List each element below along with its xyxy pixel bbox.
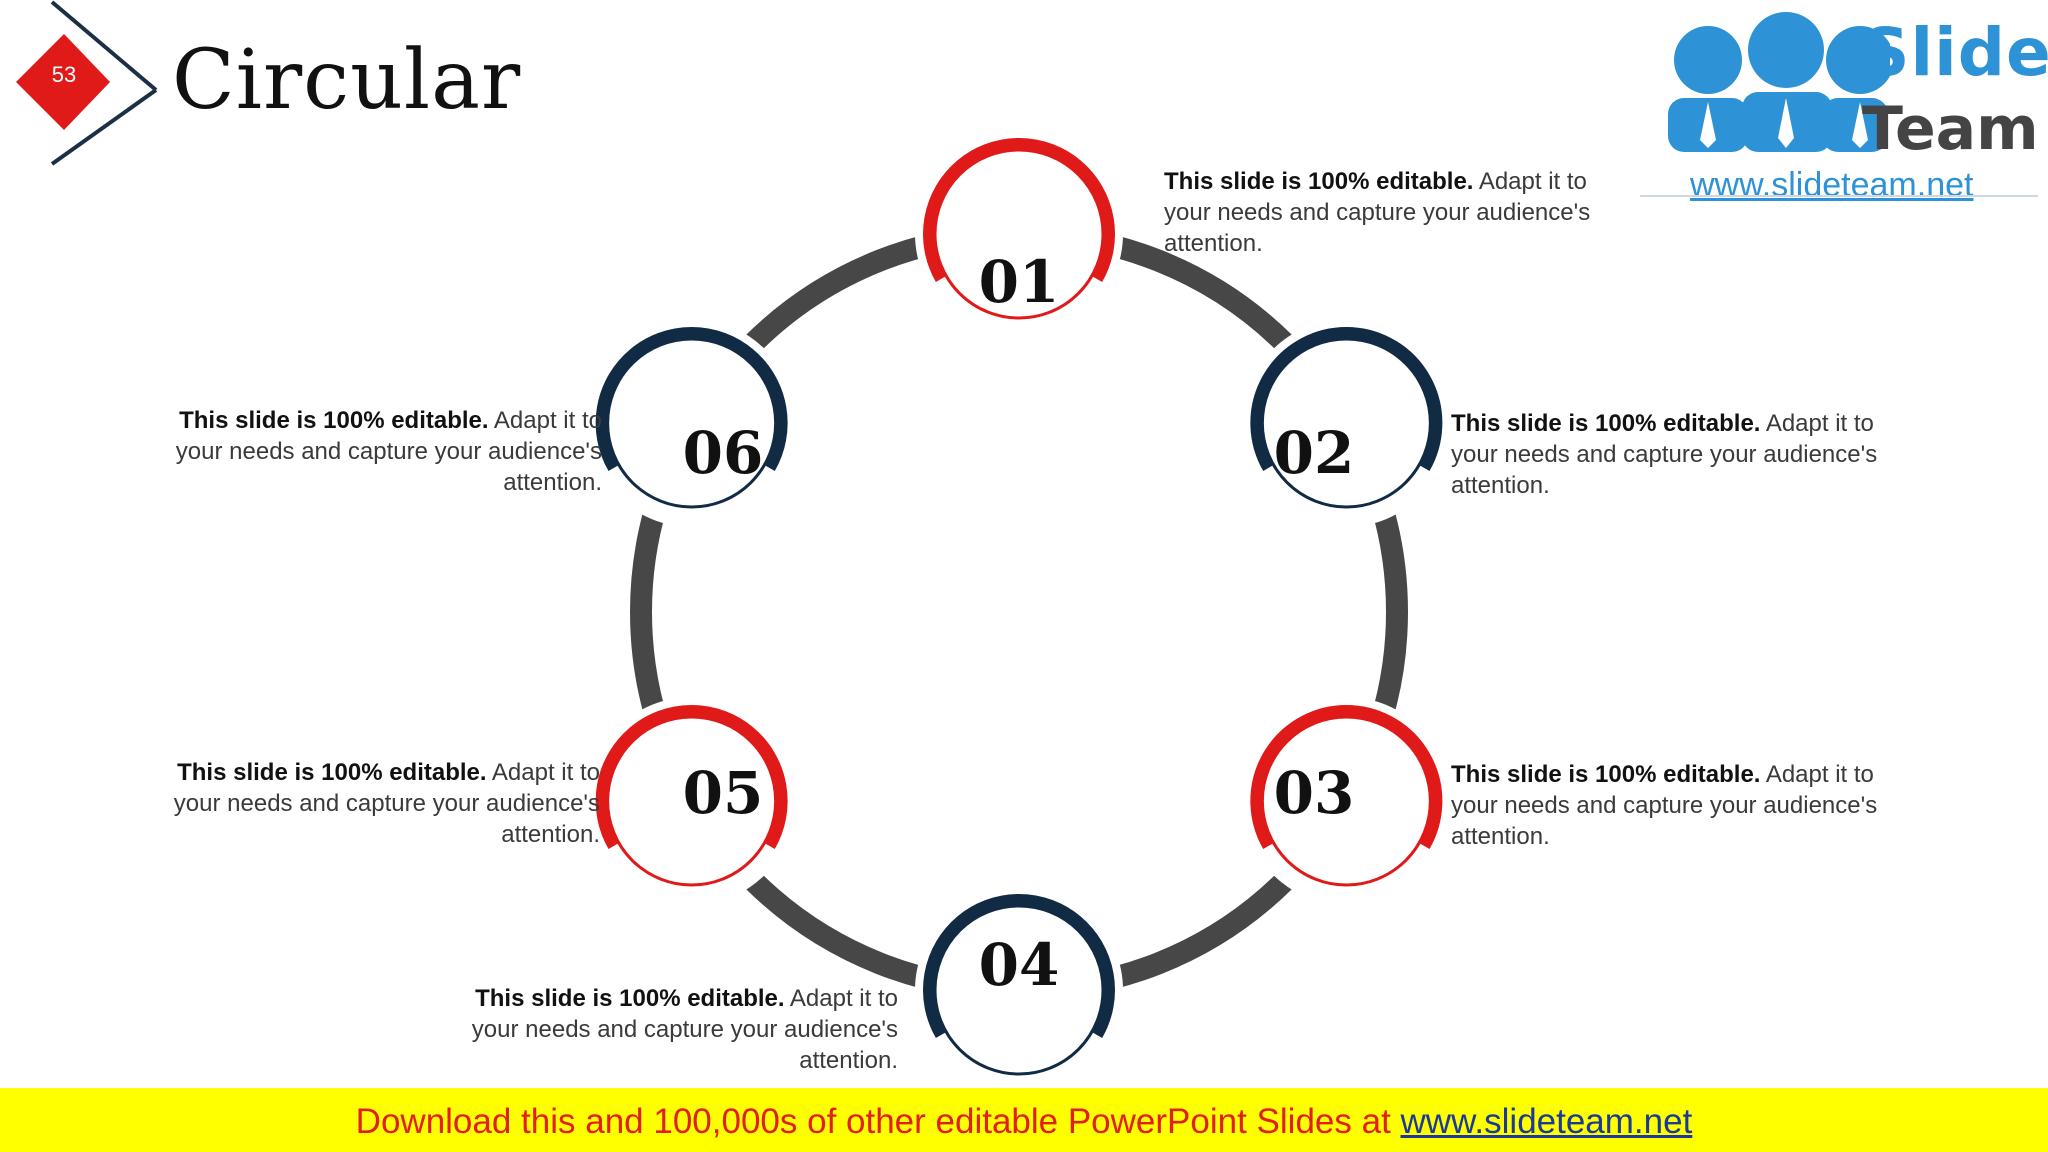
- red-diamond-icon: [16, 34, 110, 130]
- step-circle-03: [1242, 697, 1451, 905]
- step-bold-02: This slide is 100% editable.: [1451, 410, 1761, 437]
- step-description-03: This slide is 100% editable. Adapt it to…: [1451, 759, 1921, 852]
- page-title: Circular: [172, 33, 522, 128]
- step-description-01: This slide is 100% editable. Adapt it to…: [1164, 166, 1634, 259]
- step-circle-05: [587, 697, 796, 905]
- step-text-05: Adapt it to your needs and capture your …: [173, 759, 600, 848]
- step-number-02: 02: [1273, 419, 1355, 487]
- slide-number: 53: [51, 62, 77, 87]
- step-text-04: Adapt it to your needs and capture your …: [471, 985, 898, 1074]
- step-bold-04: This slide is 100% editable.: [475, 985, 785, 1012]
- logo-word-slide: Slide: [1862, 14, 2048, 91]
- step-number-03: 03: [1273, 759, 1355, 827]
- step-rings: [587, 130, 1451, 1094]
- banner-link[interactable]: www.slideteam.net: [1400, 1102, 1693, 1141]
- slide-number-marker: [16, 0, 158, 166]
- step-number-05: 05: [682, 759, 764, 827]
- step-description-05: This slide is 100% editable. Adapt it to…: [130, 757, 600, 850]
- step-circle-01: [915, 130, 1123, 338]
- slideteam-logo-icon: [1668, 12, 1890, 152]
- step-number-04: 04: [978, 931, 1060, 999]
- step-bold-01: This slide is 100% editable.: [1164, 168, 1474, 195]
- banner-text: Download this and 100,000s of other edit…: [0, 1102, 2048, 1142]
- step-description-04: This slide is 100% editable. Adapt it to…: [428, 983, 898, 1076]
- step-bold-05: This slide is 100% editable.: [177, 759, 487, 786]
- step-text-02: Adapt it to your needs and capture your …: [1451, 410, 1878, 499]
- logo-word-team: Team: [1862, 94, 2039, 164]
- step-text-01: Adapt it to your needs and capture your …: [1164, 168, 1591, 257]
- step-text-06: Adapt it to your needs and capture your …: [175, 407, 602, 496]
- step-bold-06: This slide is 100% editable.: [179, 407, 489, 434]
- logo-url-link[interactable]: www.slideteam.net: [1690, 166, 1974, 204]
- step-circle-04: [915, 886, 1123, 1094]
- step-circle-06: [587, 319, 796, 527]
- step-circle-02: [1242, 319, 1451, 527]
- step-description-06: This slide is 100% editable. Adapt it to…: [132, 405, 602, 498]
- logo-divider: [1640, 195, 2038, 197]
- banner-message: Download this and 100,000s of other edit…: [355, 1102, 1401, 1141]
- step-number-01: 01: [978, 248, 1060, 316]
- step-description-02: This slide is 100% editable. Adapt it to…: [1451, 408, 1921, 501]
- download-banner: [0, 1088, 2048, 1152]
- step-bold-03: This slide is 100% editable.: [1451, 761, 1761, 788]
- step-number-06: 06: [682, 419, 764, 487]
- step-text-03: Adapt it to your needs and capture your …: [1451, 761, 1878, 850]
